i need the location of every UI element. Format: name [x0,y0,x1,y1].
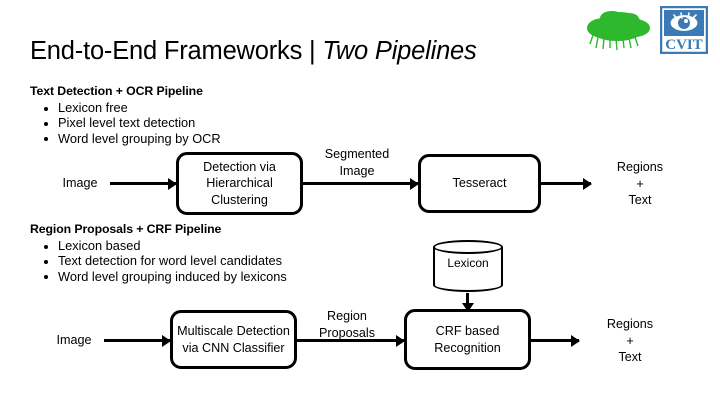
bullet-dot-icon [44,259,48,264]
pipeline-1-arrow-input [110,182,176,185]
page-title-italic: Two Pipelines [322,37,477,65]
pipeline-2-arrow-lexicon [466,293,469,311]
bullet-dot-icon [44,275,48,280]
pipeline-1-input-label: Image [62,176,98,190]
pipeline-2-arrow-input [104,339,170,342]
list-item: Pixel level text detection [36,115,221,130]
list-item: Word level grouping by OCR [36,131,221,146]
list-item-label: Pixel level text detection [58,115,196,131]
bullet-dot-icon [44,137,48,142]
pipeline-2-lexicon-label: Lexicon [447,256,489,270]
pipeline-2-input-label: Image [56,333,92,347]
pipeline-1-edge-label: Segmented Image [324,147,390,178]
pipeline-1-arrow-segmented [303,182,418,185]
list-item: Lexicon free [36,100,221,115]
list-item-label: Word level grouping by OCR [58,130,221,146]
pipeline-1-box-tesseract[interactable]: Tesseract [418,154,541,213]
bullet-dot-icon [44,106,48,111]
cvit-logo-text: CVIT [665,37,703,53]
logo-group: CVIT [582,6,712,54]
page-title: End-to-End Frameworks | Two Pipelines [30,36,477,66]
list-item: Text detection for word level candidates [36,253,287,268]
pipeline-2-arrow-proposals [297,339,404,342]
list-item-label: Lexicon free [58,100,128,115]
list-item: Word level grouping induced by lexicons [36,269,287,284]
bullet-dot-icon [44,244,48,249]
pipeline-1-bullet-list: Lexicon free Pixel level text detection … [36,100,221,146]
list-item: Lexicon based [36,238,287,253]
pipeline-2-output-label: Regions + Text [606,317,654,365]
pipeline-2-bullet-list: Lexicon based Text detection for word le… [36,238,287,284]
pipeline-2-arrow-output [531,339,579,342]
pipeline-1-box-detection[interactable]: Detection via Hierarchical Clustering [176,152,303,215]
pipeline-2-box-crf[interactable]: CRF based Recognition [404,309,531,370]
cylinder-top [433,240,503,254]
pipeline-2-edge-label: Region Proposals [318,309,375,340]
pipeline-2-box-multiscale[interactable]: Multiscale Detection via CNN Classifier [170,310,297,369]
tree-logo [587,11,650,51]
list-item-label: Lexicon based [58,238,141,253]
pipeline-1-arrow-output [541,182,591,185]
pipeline-2-lexicon-store[interactable]: Lexicon [433,240,503,292]
pipeline-1-output-label: Regions + Text [616,160,664,208]
list-item-label: Text detection for word level candidates [58,253,283,269]
page-title-main: End-to-End Frameworks | [30,37,323,65]
pipeline-1-heading: Text Detection + OCR Pipeline [30,84,203,98]
pipeline-2-heading: Region Proposals + CRF Pipeline [30,222,222,236]
cvit-logo: CVIT [660,6,708,54]
list-item-label: Word level grouping induced by lexicons [58,268,287,284]
bullet-dot-icon [44,121,48,126]
